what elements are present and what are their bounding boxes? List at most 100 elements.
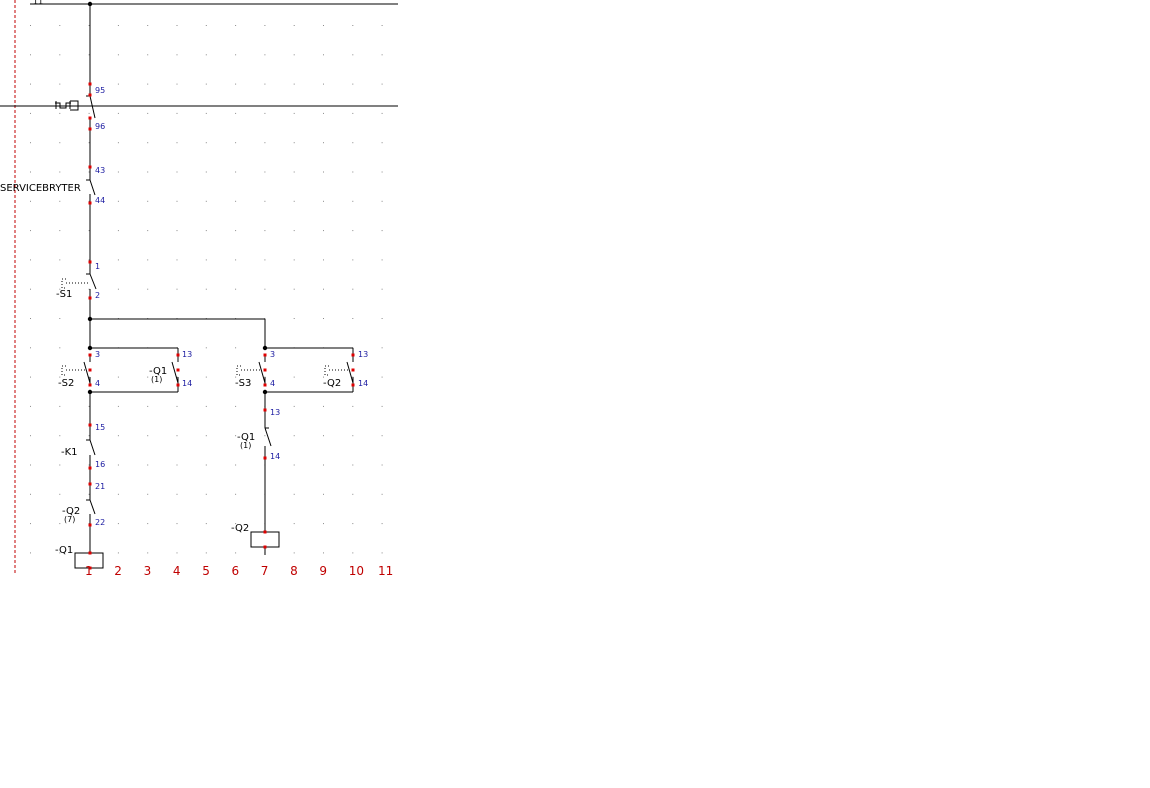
grid-dot — [293, 318, 295, 319]
k1-terminal-15: 15 — [95, 423, 105, 432]
grid-dot — [176, 112, 178, 114]
grid-dot — [117, 230, 119, 232]
grid-dot — [235, 552, 237, 554]
device-labels: SERVICEBRYTER -S1 -S2 -Q1 (1) -S3 -Q2 -K… — [0, 183, 341, 556]
grid-dot — [59, 552, 61, 554]
q2a-terminal-14: 14 — [358, 379, 368, 388]
grid-dot — [235, 288, 237, 290]
grid-dot — [352, 464, 354, 466]
column-number: 1 — [85, 564, 93, 578]
grid-dot — [88, 112, 90, 114]
grid-dot — [352, 259, 354, 261]
terminal-dot — [351, 353, 355, 357]
grid-dot — [264, 112, 266, 114]
s2-actuator — [61, 365, 86, 376]
terminal-numbers: 95 96 43 44 1 2 3 4 13 14 3 4 13 14 15 1… — [95, 86, 368, 527]
grid-dot — [352, 54, 354, 56]
grid-dot — [59, 318, 61, 319]
terminal-dot — [263, 383, 267, 387]
s3-terminal-4: 4 — [270, 379, 275, 388]
grid-dot — [264, 83, 266, 85]
grid-dot — [323, 318, 324, 319]
grid-dot — [147, 142, 149, 144]
grid-dot — [381, 376, 383, 378]
k1-contact — [86, 425, 96, 468]
q2-terminal-22: 22 — [95, 518, 105, 527]
column-number: 11 — [378, 564, 393, 578]
q1-aux-contact-b — [264, 410, 272, 458]
grid-dot — [176, 288, 178, 290]
grid-dot — [235, 405, 237, 407]
q1a-terminal-13: 13 — [182, 350, 192, 359]
grid-dot — [381, 493, 383, 495]
grid-dot — [59, 259, 61, 261]
grid-dot — [176, 171, 178, 173]
grid-dot — [147, 171, 149, 173]
terminal-dot — [263, 408, 267, 412]
grid-dot — [264, 25, 266, 26]
column-number: 7 — [261, 564, 269, 578]
grid-dot — [205, 259, 207, 261]
grid-dot — [293, 54, 295, 56]
grid-dot — [293, 171, 295, 173]
q2-nc-label: -Q2 — [62, 506, 80, 517]
grid-dot — [176, 230, 178, 232]
grid-dot — [30, 259, 31, 261]
terminal-dot — [176, 353, 180, 357]
terminal-dot — [88, 201, 92, 205]
grid-dot — [352, 200, 354, 202]
grid-dot — [205, 171, 207, 173]
grid-dot — [235, 523, 237, 525]
terminal-2: 2 — [95, 291, 100, 300]
grid-dot — [147, 376, 149, 378]
grid-dot — [293, 493, 295, 495]
terminal-dot — [263, 353, 267, 357]
grid-dot — [293, 112, 295, 114]
grid-dot — [30, 171, 31, 173]
grid-dot — [381, 83, 383, 85]
grid-dot — [264, 171, 266, 173]
grid-dot — [117, 25, 119, 26]
terminal-dot — [88, 296, 92, 300]
grid-dot — [352, 288, 354, 290]
grid-dot — [30, 493, 31, 495]
overload-contact — [86, 84, 96, 129]
contacts — [55, 84, 354, 525]
grid-dot — [117, 171, 119, 173]
grid-dot — [205, 83, 207, 85]
grid-dot — [352, 230, 354, 232]
grid-dot — [176, 493, 178, 495]
k1-label: -K1 — [61, 447, 78, 458]
grid-dot — [323, 464, 324, 466]
column-number: 4 — [173, 564, 181, 578]
grid-dot — [235, 142, 237, 144]
q2-coil — [250, 531, 280, 548]
grid-dot — [147, 25, 149, 26]
grid-dot — [381, 435, 383, 437]
q2-terminal-21: 21 — [95, 482, 105, 491]
grid-dot — [176, 464, 178, 466]
grid-dot — [205, 376, 207, 378]
grid-dot — [381, 523, 383, 525]
thermal-relay-symbol — [55, 100, 79, 111]
q2-nc-contact — [86, 484, 96, 525]
column-number: 5 — [202, 564, 210, 578]
grid-dot — [381, 259, 383, 261]
q1-coil-label: -Q1 — [55, 545, 73, 556]
grid-dot — [323, 376, 324, 378]
grid-dot — [176, 200, 178, 202]
junctions — [87, 1, 268, 395]
grid-dot — [264, 200, 266, 202]
grid-dot — [59, 435, 61, 437]
grid-dot — [205, 288, 207, 290]
grid-dot — [323, 54, 324, 56]
grid-dot — [147, 464, 149, 466]
terminal-dot — [88, 566, 92, 570]
grid-dot — [59, 25, 61, 26]
grid-dot — [264, 435, 266, 437]
grid-dot — [117, 112, 119, 114]
grid-dot — [352, 435, 354, 437]
grid-dot — [235, 376, 237, 378]
grid-dot — [323, 523, 324, 525]
